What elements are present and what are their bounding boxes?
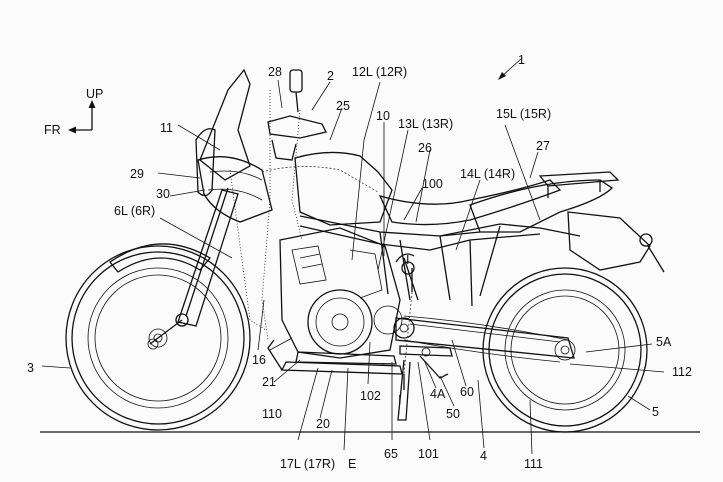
label-25: 25 bbox=[336, 99, 350, 113]
main-frame bbox=[299, 215, 581, 307]
label-101: 101 bbox=[418, 447, 439, 461]
label-100: 100 bbox=[422, 177, 443, 191]
front-label: FR bbox=[44, 123, 61, 137]
front-fender bbox=[109, 243, 211, 273]
label-17L: 17L (17R) bbox=[280, 457, 335, 471]
label-111: 111 bbox=[524, 457, 543, 471]
leader-lines bbox=[41, 57, 665, 455]
label-20: 20 bbox=[316, 417, 330, 431]
label-60: 60 bbox=[460, 385, 474, 399]
up-label: UP bbox=[86, 87, 103, 101]
pannier bbox=[567, 211, 651, 271]
up-arrow-icon bbox=[88, 100, 96, 108]
label-10: 10 bbox=[376, 109, 390, 123]
label-6L: 6L (6R) bbox=[114, 204, 155, 218]
label-16: 16 bbox=[252, 353, 266, 367]
footpeg-assembly bbox=[399, 345, 453, 379]
label-65: 65 bbox=[384, 447, 398, 461]
label-1: 1 bbox=[518, 53, 525, 67]
drive-chain bbox=[403, 315, 569, 363]
fuel-tank bbox=[294, 151, 393, 226]
front-exhaust-bend bbox=[267, 339, 283, 371]
label-E: E bbox=[348, 457, 356, 471]
tail-lamp bbox=[639, 233, 653, 247]
label-21: 21 bbox=[262, 375, 276, 389]
label-15L: 15L (15R) bbox=[496, 107, 551, 121]
side-stand bbox=[397, 359, 411, 421]
label-102: 102 bbox=[360, 389, 381, 403]
front-cowl bbox=[195, 68, 273, 223]
label-30: 30 bbox=[156, 187, 170, 201]
front-wheel bbox=[65, 245, 251, 431]
label-2: 2 bbox=[327, 69, 334, 83]
cable-routing-3 bbox=[291, 109, 303, 241]
label-3: 3 bbox=[27, 361, 34, 375]
label-28: 28 bbox=[268, 65, 282, 79]
label-112: 112 bbox=[672, 365, 692, 379]
label-110: 110 bbox=[262, 407, 282, 421]
handlebar bbox=[267, 69, 327, 161]
rear-reflector-stay bbox=[647, 245, 665, 273]
label-27: 27 bbox=[536, 139, 550, 153]
label-5A: 5A bbox=[656, 335, 672, 349]
front-arrow-icon bbox=[68, 126, 76, 134]
rear-shock bbox=[395, 253, 419, 301]
label-12L: 12L (12R) bbox=[352, 65, 407, 79]
rear-carrier bbox=[538, 171, 620, 198]
rear-wheel bbox=[482, 267, 648, 433]
label-50: 50 bbox=[446, 407, 460, 421]
label-4: 4 bbox=[480, 449, 487, 463]
label-29: 29 bbox=[130, 167, 144, 181]
cable-routing-1 bbox=[261, 90, 271, 341]
label-section-I-lower: I bbox=[398, 393, 401, 407]
rear-cowl bbox=[469, 179, 614, 233]
label-26: 26 bbox=[418, 141, 432, 155]
label-13L: 13L (13R) bbox=[398, 117, 453, 131]
label-11: 11 bbox=[160, 121, 173, 135]
tank-inner-line bbox=[261, 166, 379, 193]
front-fork bbox=[147, 187, 239, 350]
label-section-I-upper: I bbox=[406, 253, 409, 267]
section-line-I bbox=[403, 268, 413, 390]
orientation-indicator bbox=[68, 100, 96, 134]
label-14L: 14L (14R) bbox=[460, 167, 515, 181]
label-4A: 4A bbox=[430, 387, 446, 401]
label-5: 5 bbox=[652, 405, 659, 419]
